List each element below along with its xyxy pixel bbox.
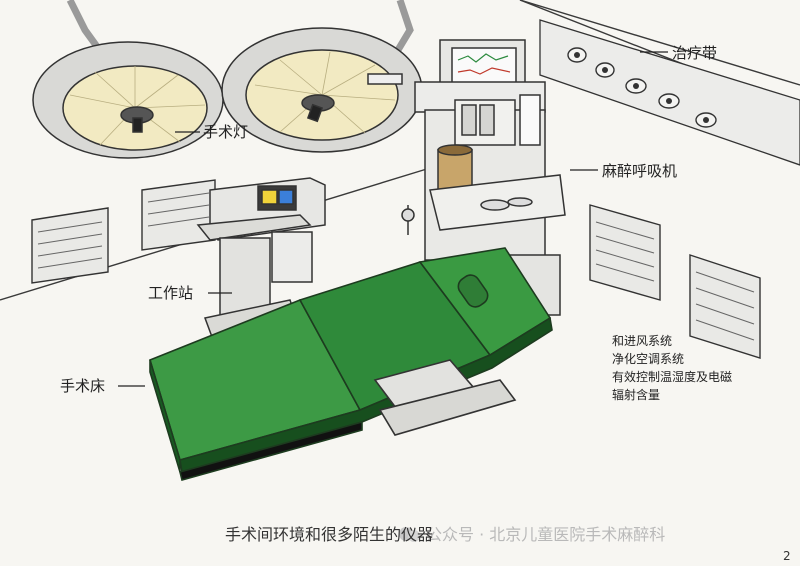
label-anesthesia-machine: 麻醉呼吸机 (602, 162, 677, 180)
notes-block: 和进风系统 净化空调系统 有效控制温湿度及电磁 辐射含量 (612, 334, 732, 402)
page-number: 2 (783, 549, 791, 563)
label-operating-table: 手术床 (60, 377, 105, 395)
label-workstation: 工作站 (148, 284, 193, 302)
label-surgical-light: 手术灯 (203, 123, 248, 141)
note-line-2: 净化空调系统 (612, 352, 684, 366)
label-treatment-band: 治疗带 (672, 44, 717, 62)
surgical-lights (32, 0, 423, 159)
note-line-1: 和进风系统 (612, 334, 672, 348)
operating-table (149, 247, 553, 481)
caption-text: 手术间环境和很多陌生的仪器 (225, 525, 433, 544)
note-line-4: 辐射含量 (612, 387, 660, 402)
note-line-3: 有效控制温湿度及电磁 (612, 369, 732, 384)
watermark-text: 公众号 · 北京儿童医院手术麻醉科 (426, 525, 665, 544)
watermark: 公众号 · 北京儿童医院手术麻醉科 (399, 525, 665, 544)
treatment-band (539, 19, 800, 166)
wall-vents (31, 179, 761, 359)
label-leaders (118, 51, 668, 387)
